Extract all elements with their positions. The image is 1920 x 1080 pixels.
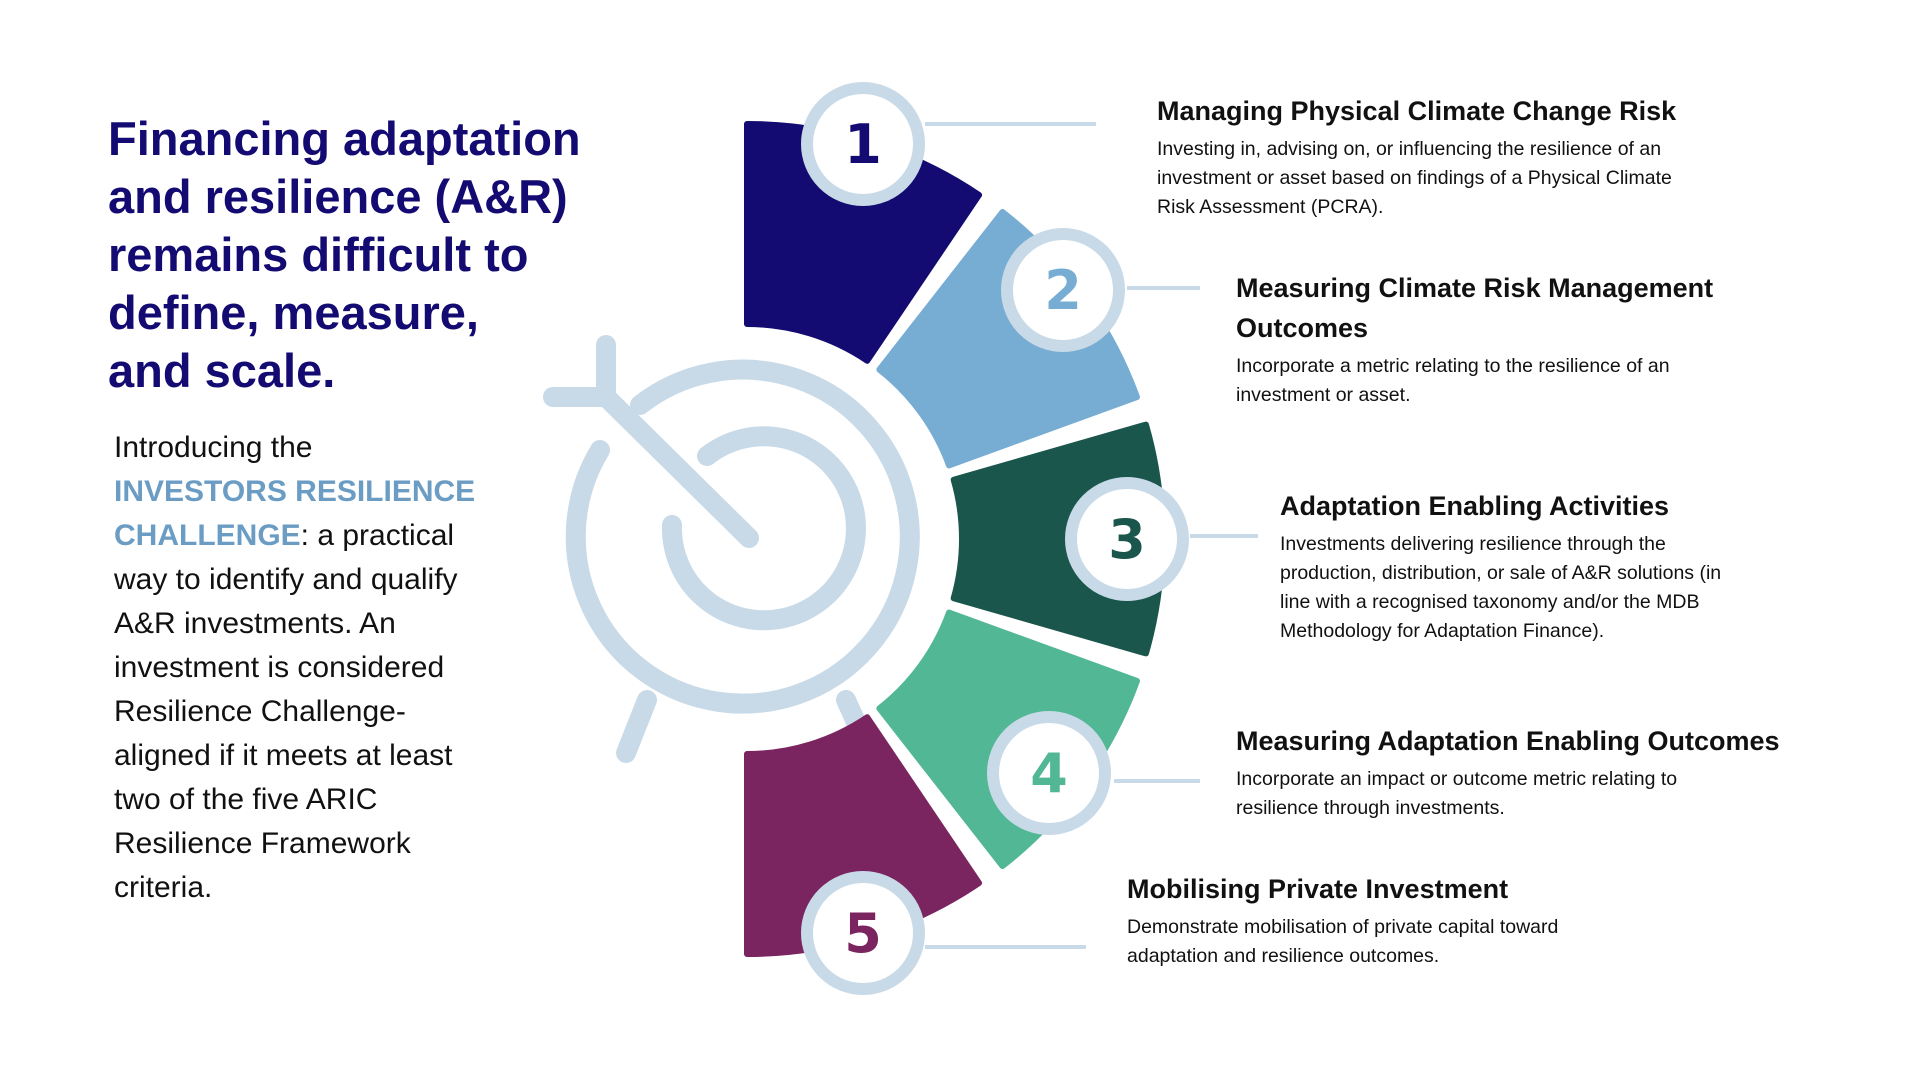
criterion-title: Mobilising Private Investment (1127, 874, 1509, 904)
target-leg-left (616, 690, 657, 763)
intro-paragraph: Introducing the INVESTORS RESILIENCE CHA… (114, 426, 475, 910)
target-outer-ring (565, 359, 920, 714)
intro-line: way to identify and qualify (114, 563, 458, 596)
criterion-title: Outcomes (1236, 313, 1369, 343)
intro-line: Resilience Challenge- (114, 695, 406, 728)
criterion-description: Investing in, advising on, or influencin… (1157, 138, 1662, 160)
number-badge-3: 3 (1065, 477, 1189, 601)
challenge-name: INVESTORS RESILIENCE (114, 475, 476, 508)
badge-circle (801, 82, 925, 206)
criterion-description: investment or asset based on findings of… (1157, 167, 1672, 189)
title-line: remains difficult to (108, 228, 529, 281)
connectors (925, 122, 1258, 949)
criterion-description: line with a recognised taxonomy and/or t… (1280, 591, 1700, 613)
intro-line: two of the five ARIC (114, 783, 378, 816)
intro-line: Resilience Framework (114, 827, 411, 860)
badge-number: 1 (844, 113, 882, 176)
criterion-description: Risk Assessment (PCRA). (1157, 196, 1384, 218)
intro-line: Introducing the (114, 431, 313, 464)
criterion-title: Adaptation Enabling Activities (1280, 491, 1670, 521)
criterion-title: Measuring Climate Risk Management (1236, 273, 1714, 303)
criterion-description: production, distribution, or sale of A&R… (1280, 562, 1722, 584)
intro-line: : a practical (300, 519, 455, 552)
criterion-description: investment or asset. (1236, 384, 1411, 406)
badge-number: 4 (1030, 742, 1068, 805)
intro-line: A&R investments. An (114, 607, 396, 640)
badge-number: 2 (1044, 259, 1082, 322)
badge-circle (801, 871, 925, 995)
intro-line: aligned if it meets at least (114, 739, 453, 772)
badge-circle (1001, 228, 1125, 352)
number-badge-2: 2 (1001, 228, 1125, 352)
arrow-shaft (596, 387, 759, 548)
number-badges: 1 2 3 4 5 (801, 82, 1189, 995)
criterion-title: Managing Physical Climate Change Risk (1157, 96, 1677, 126)
title-line: and scale. (108, 344, 336, 397)
criterion-description: Incorporate a metric relating to the res… (1236, 355, 1670, 377)
criterion-description: adaptation and resilience outcomes. (1127, 945, 1440, 967)
target-inner-ring (661, 426, 866, 631)
criterion-description: Investments delivering resilience throug… (1280, 533, 1666, 555)
title-line: Financing adaptation (108, 112, 581, 165)
title-line: and resilience (A&R) (108, 170, 568, 223)
badge-number: 5 (844, 902, 882, 965)
intro-line: investment is considered (114, 651, 445, 684)
criterion-description: Demonstrate mobilisation of private capi… (1127, 916, 1559, 938)
criterion-description: resilience through investments. (1236, 797, 1505, 819)
title-line: define, measure, (108, 286, 479, 339)
badge-circle (1065, 477, 1189, 601)
challenge-name: CHALLENGE (114, 519, 301, 552)
page-title: Financing adaptation and resilience (A&R… (108, 110, 581, 400)
criterion-description: Incorporate an impact or outcome metric … (1236, 768, 1678, 790)
target-icon (543, 335, 920, 763)
number-badge-1: 1 (801, 82, 925, 206)
badge-number: 3 (1108, 508, 1146, 571)
badge-circle (987, 711, 1111, 835)
criterion-description: Methodology for Adaptation Finance). (1280, 620, 1605, 642)
number-badge-5: 5 (801, 871, 925, 995)
criterion-title: Measuring Adaptation Enabling Outcomes (1236, 726, 1780, 756)
intro-line: criteria. (114, 871, 213, 904)
number-badge-4: 4 (987, 711, 1111, 835)
